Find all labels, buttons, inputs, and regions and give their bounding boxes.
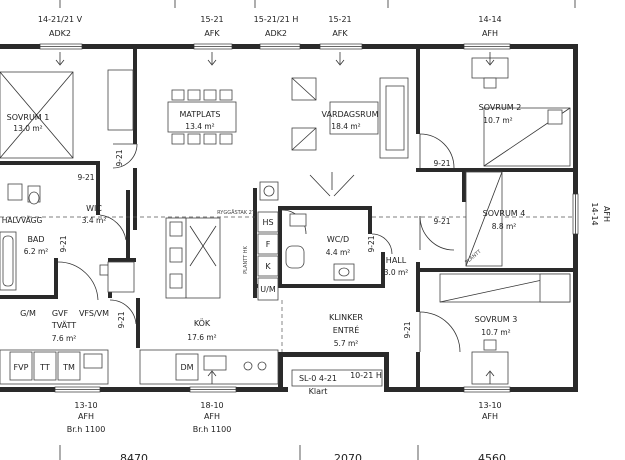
bed-sovrum-4 <box>465 171 503 267</box>
stove <box>259 181 279 201</box>
exterior-walls <box>0 44 578 392</box>
door-label: 9-21 <box>403 321 412 338</box>
room-name: BAD <box>27 235 44 244</box>
plant-note: PLANTT HK <box>243 245 249 273</box>
room-area: 7.6 m² <box>52 334 77 343</box>
windows <box>39 43 579 393</box>
room-name: KÖK <box>194 318 211 328</box>
top-label-code: 15-21 <box>328 15 351 24</box>
entry-closets <box>257 211 279 301</box>
top-label-code: 14-21/21 V <box>38 15 83 24</box>
closet-label: K <box>265 262 271 271</box>
room-area: 3.4 m² <box>82 216 107 225</box>
room-name: WC/D <box>327 235 349 244</box>
bed-sovrum-1 <box>0 69 134 159</box>
door-label: 9-21 <box>433 217 450 226</box>
bottom-label-height: Br.h 1100 <box>67 425 106 434</box>
room-area: 18.4 m² <box>331 122 360 131</box>
door-label: 9-21 <box>367 235 376 252</box>
top-label-type: AFK <box>204 29 220 38</box>
room-area: 17.6 m² <box>187 333 216 342</box>
top-label-type: ADK2 <box>265 29 287 38</box>
dining-table <box>167 89 237 145</box>
laundry-counter <box>0 261 279 385</box>
room-area: 8.8 m² <box>492 222 517 231</box>
closet-label: HS <box>262 218 273 227</box>
top-label-code: 15-21 <box>200 15 223 24</box>
door-label: 9-21 <box>59 235 68 252</box>
bottom-label-type: AFH <box>78 412 94 421</box>
room-area: 10.7 m² <box>481 328 510 337</box>
room-area: 5.7 m² <box>334 339 359 348</box>
room-area: 10.7 m² <box>483 116 512 125</box>
room-name: WIC <box>86 204 102 213</box>
room-name: VARDAGSRUM <box>322 110 379 119</box>
room-area: 3.0 m² <box>384 268 409 277</box>
room-area: 6.2 m² <box>24 247 49 256</box>
room-name: HALL <box>386 256 407 265</box>
bottom-label-code: 13-10 <box>74 401 97 410</box>
top-label-type: ADK2 <box>49 29 71 38</box>
room-name: SOVRUM 1 <box>7 113 50 122</box>
entry-door-code: SL-0 4-21 <box>299 374 337 383</box>
room-area: 13.4 m² <box>185 122 214 131</box>
dimension-label: 2070 <box>334 452 362 460</box>
kitchen-island <box>165 217 221 299</box>
door-label: 9-21 <box>433 159 450 168</box>
entry-door-size: 10-21 H <box>350 371 382 380</box>
top-label-type: AFH <box>482 29 498 38</box>
bottom-label-type: AFH <box>482 412 498 421</box>
bathroom-fixtures <box>0 183 111 291</box>
door-label: 9-21 <box>117 311 126 328</box>
entry-door-note: Klart <box>309 387 328 396</box>
closet-label: F <box>266 240 271 249</box>
top-label-code: 14-14 <box>478 15 501 24</box>
top-label-type: AFK <box>332 29 348 38</box>
right-label-type: AFH <box>602 206 611 222</box>
window-markers <box>55 52 495 384</box>
appliance-label: G/M <box>20 309 36 318</box>
appliance-label: FVP <box>14 363 29 372</box>
bottom-label-type: AFH <box>204 412 220 421</box>
living-room-furniture <box>291 77 409 197</box>
room-name: MATPLATS <box>180 110 221 119</box>
door-swings <box>57 133 475 353</box>
room-area: 4.4 m² <box>326 248 351 257</box>
ridge-note: RYGGÅSTAK 2T <box>217 209 256 216</box>
room-name: HALVVÄGG <box>2 216 43 225</box>
entry-door-box <box>291 369 383 387</box>
wc-fixtures <box>285 213 355 281</box>
bed-sovrum-2 <box>471 57 571 167</box>
dimension-label: 4560 <box>478 452 506 460</box>
appliance-label: TT <box>39 363 50 372</box>
closet-label: U/M <box>260 285 276 294</box>
room-name: SOVRUM 4 <box>483 209 526 218</box>
room-name: ENTRÉ <box>333 324 360 335</box>
bottom-label-code: 13-10 <box>478 401 501 410</box>
appliance-label: TM <box>62 363 75 372</box>
door-label: 9-21 <box>77 173 94 182</box>
door-label: 9-21 <box>115 149 124 166</box>
room-name: KLINKER <box>329 313 363 322</box>
appliance-label: DM <box>180 363 193 372</box>
interior-walls <box>0 49 574 392</box>
room-name: SOVRUM 3 <box>475 315 518 324</box>
appliance-label: VFS/VM <box>79 309 109 318</box>
right-label-code: 14-14 <box>590 202 599 225</box>
room-area: 13.0 m² <box>13 124 42 133</box>
bottom-label-code: 18-10 <box>200 401 223 410</box>
bottom-label-height: Br.h 1100 <box>193 425 232 434</box>
room-name: TVÄTT <box>51 320 76 330</box>
appliance-label: GVF <box>52 309 69 318</box>
room-name: SOVRUM 2 <box>479 103 522 112</box>
top-label-code: 15-21/21 H <box>254 15 299 24</box>
dimension-label: 8470 <box>120 452 148 460</box>
